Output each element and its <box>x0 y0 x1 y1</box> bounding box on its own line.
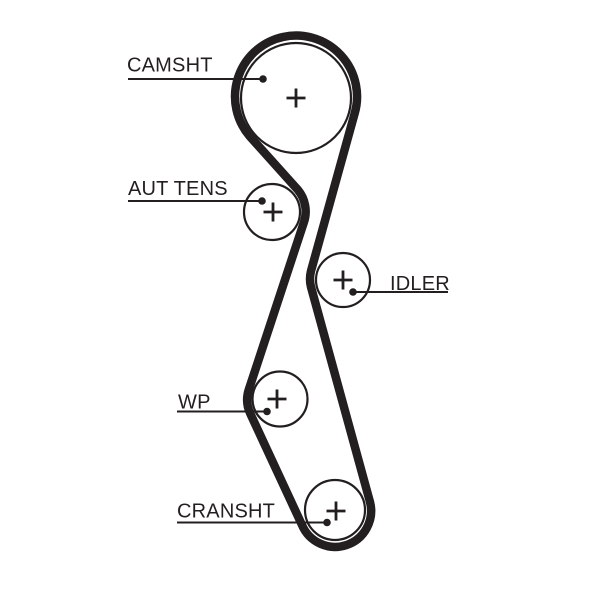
tensioner-leader-line <box>128 197 266 205</box>
crankshaft-leader-line <box>177 518 331 527</box>
water-pump-pulley <box>251 370 309 428</box>
water-pump-plus-icon <box>267 389 287 409</box>
tensioner-label: AUT TENS <box>128 178 228 200</box>
idler-pulley <box>314 251 372 309</box>
crankshaft-plus-icon <box>326 501 346 521</box>
camshaft-pulley <box>239 41 353 155</box>
idler-leader-dot <box>349 288 357 296</box>
camshaft-plus-icon <box>286 88 306 108</box>
crankshaft-leader-dot <box>323 518 331 527</box>
crankshaft-pulley <box>303 478 367 542</box>
idler-plus-icon <box>333 270 353 290</box>
water-pump-leader-dot <box>263 407 271 416</box>
idler-label: IDLER <box>390 273 450 295</box>
water-pump-label: WP <box>178 392 211 414</box>
water-pump-leader-line <box>177 407 271 416</box>
camshaft-leader-dot <box>259 75 267 83</box>
camshaft-leader-line <box>128 75 267 83</box>
crankshaft-label: CRANSHT <box>177 501 275 523</box>
tensioner-leader-dot <box>258 197 266 205</box>
timing-belt-path <box>230 31 376 552</box>
camshaft-label: CAMSHT <box>127 55 213 77</box>
tensioner-plus-icon <box>263 202 283 222</box>
idler-leader-line <box>349 288 448 296</box>
tensioner-pulley <box>242 182 302 242</box>
